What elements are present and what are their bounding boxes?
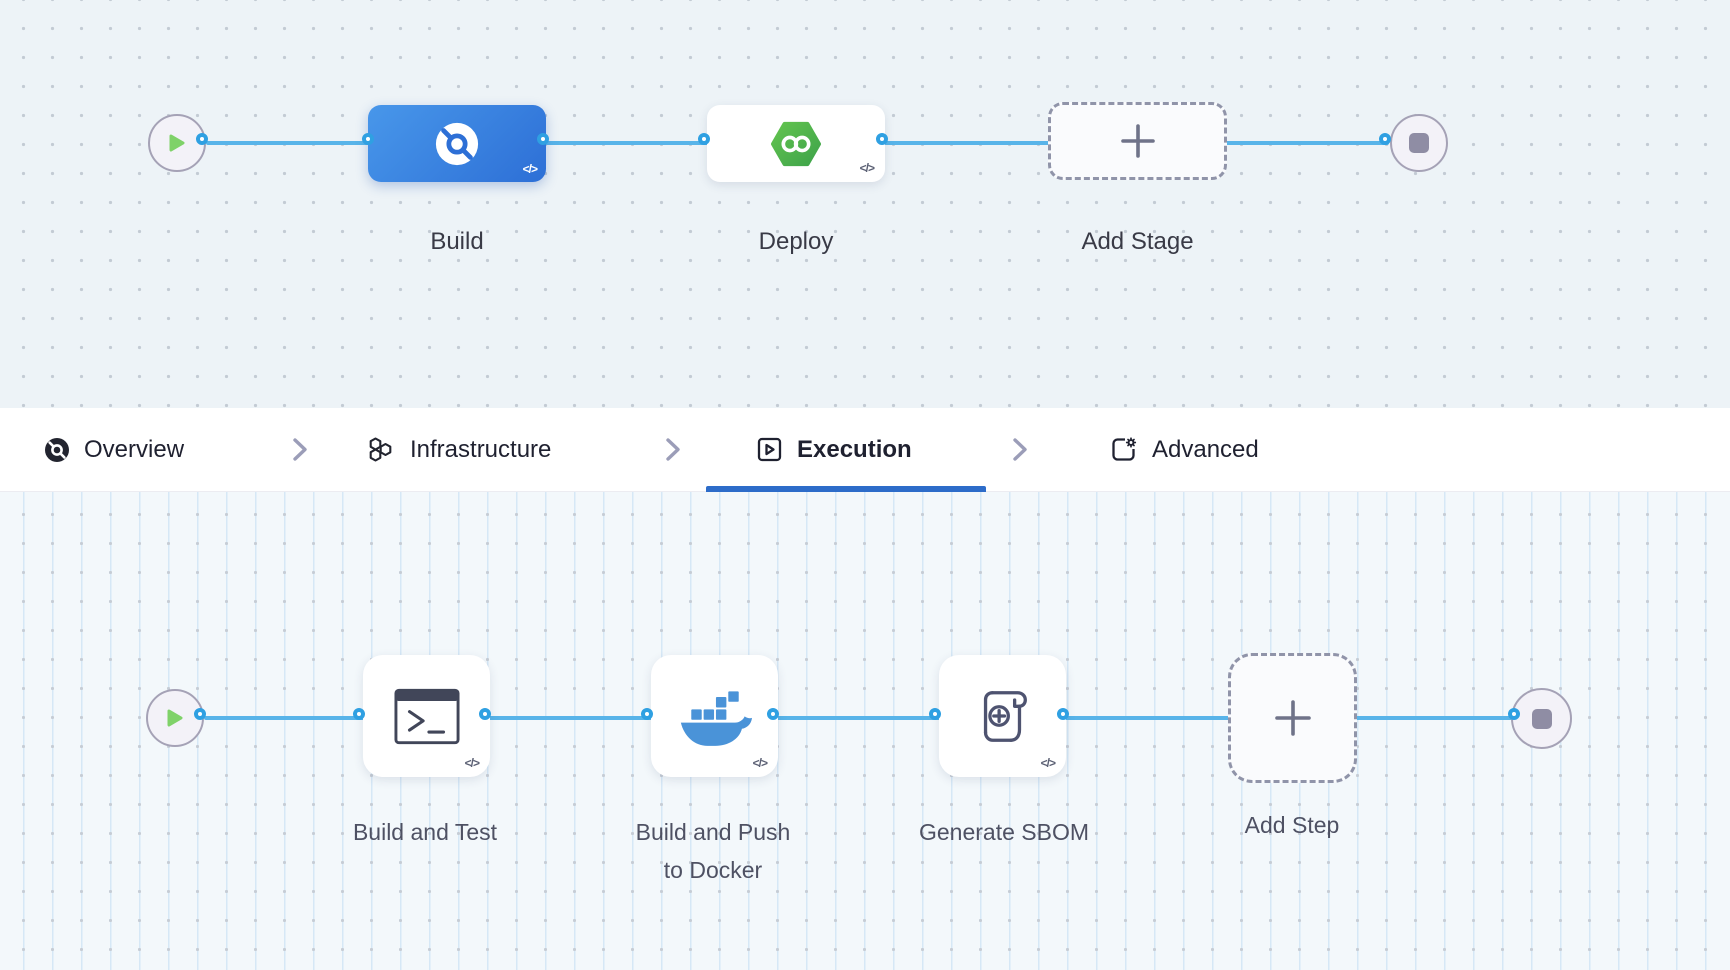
stop-icon bbox=[1409, 133, 1429, 153]
docker-whale-icon bbox=[678, 685, 752, 747]
pipeline-start-node[interactable] bbox=[148, 114, 206, 172]
stage-canvas[interactable]: </> </> bbox=[0, 0, 1730, 408]
pipeline-end-node[interactable] bbox=[1390, 114, 1448, 172]
cd-deploy-icon bbox=[771, 121, 821, 167]
tab-advanced[interactable]: Advanced bbox=[1110, 408, 1259, 491]
edge-port[interactable] bbox=[1057, 708, 1069, 720]
step-label-build-and-push-to-docker: Build and Push to Docker bbox=[635, 819, 791, 883]
sbom-scroll-icon bbox=[972, 684, 1034, 748]
edge-port[interactable] bbox=[698, 133, 710, 145]
chevron-right-icon bbox=[291, 436, 309, 463]
edge-port[interactable] bbox=[362, 133, 374, 145]
tab-execution[interactable]: Execution bbox=[756, 408, 912, 491]
code-view-icon: </> bbox=[522, 162, 538, 176]
tab-label: Advanced bbox=[1152, 435, 1259, 463]
code-view-icon: </> bbox=[859, 161, 875, 175]
active-tab-underline bbox=[706, 486, 986, 492]
edge-port[interactable] bbox=[353, 708, 365, 720]
tab-label: Infrastructure bbox=[410, 435, 552, 463]
edge-port[interactable] bbox=[537, 133, 549, 145]
step-label-build-and-test: Build and Test bbox=[352, 819, 498, 845]
add-stage-label: Add Stage bbox=[1081, 228, 1194, 255]
play-icon bbox=[167, 132, 187, 154]
add-step-button[interactable] bbox=[1228, 653, 1357, 783]
edge-port[interactable] bbox=[767, 708, 779, 720]
edge-port[interactable] bbox=[194, 708, 206, 720]
edge-port[interactable] bbox=[479, 708, 491, 720]
tab-overview[interactable]: Overview bbox=[44, 408, 184, 491]
code-view-icon: </> bbox=[752, 756, 768, 770]
edge-port[interactable] bbox=[196, 133, 208, 145]
stage-card-deploy[interactable]: </> bbox=[707, 105, 885, 182]
step-label-generate-sbom: Generate SBOM bbox=[918, 819, 1090, 845]
tab-infrastructure[interactable]: Infrastructure bbox=[366, 408, 551, 491]
edge-port[interactable] bbox=[1508, 708, 1520, 720]
step-card-build-and-push-to-docker[interactable]: </> bbox=[651, 655, 778, 777]
code-view-icon: </> bbox=[464, 756, 480, 770]
step-edge bbox=[204, 716, 1518, 720]
stop-icon bbox=[1531, 708, 1552, 729]
code-view-icon: </> bbox=[1040, 756, 1056, 770]
execution-end-node[interactable] bbox=[1511, 688, 1572, 749]
execution-icon bbox=[756, 436, 783, 463]
stage-card-build[interactable]: </> bbox=[368, 105, 546, 182]
advanced-icon bbox=[1110, 436, 1138, 463]
plus-icon bbox=[1272, 697, 1314, 739]
stage-config-tabbar: Overview Infrastructure bbox=[0, 408, 1730, 492]
chevron-right-icon bbox=[664, 436, 682, 463]
edge-port[interactable] bbox=[641, 708, 653, 720]
infrastructure-icon bbox=[366, 436, 396, 463]
edge-port[interactable] bbox=[876, 133, 888, 145]
tab-label: Execution bbox=[797, 435, 912, 463]
add-stage-button[interactable] bbox=[1048, 102, 1227, 180]
play-icon bbox=[165, 707, 185, 729]
tab-label: Overview bbox=[84, 435, 185, 463]
execution-start-node[interactable] bbox=[146, 689, 204, 747]
step-card-build-and-test[interactable]: </> bbox=[363, 655, 490, 777]
edge-port[interactable] bbox=[929, 708, 941, 720]
step-card-generate-sbom[interactable]: </> bbox=[939, 655, 1066, 777]
overview-icon bbox=[44, 437, 70, 463]
add-step-label: Add Step bbox=[1244, 812, 1340, 838]
plus-icon bbox=[1118, 121, 1158, 161]
edge-port[interactable] bbox=[1379, 133, 1391, 145]
stage-label-deploy: Deploy bbox=[758, 228, 834, 255]
ci-build-icon bbox=[434, 121, 480, 167]
stage-label-build: Build bbox=[430, 228, 484, 255]
execution-canvas[interactable]: </> </> bbox=[0, 492, 1730, 970]
terminal-icon bbox=[393, 688, 460, 745]
chevron-right-icon bbox=[1011, 436, 1029, 463]
